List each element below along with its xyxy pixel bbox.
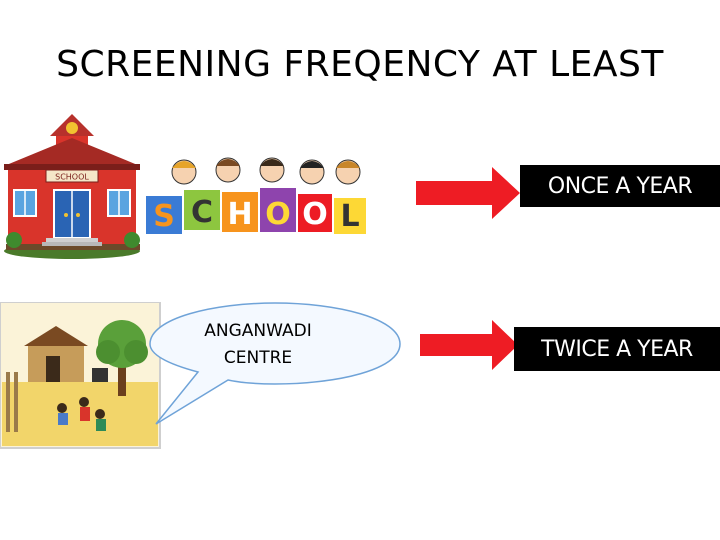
twice-a-year-text: TWICE A YEAR: [541, 336, 693, 362]
once-a-year-label: ONCE A YEAR: [520, 165, 720, 207]
block-letter: O: [302, 197, 328, 232]
school-building-illustration: SCHOOL: [4, 114, 140, 259]
slide-title: SCREENING FREQENCY AT LEAST: [56, 44, 664, 85]
once-a-year-text: ONCE A YEAR: [547, 173, 693, 199]
speech-bubble: [149, 302, 401, 425]
callout-line-1: ANGANWADI: [204, 321, 312, 341]
twice-a-year-label: TWICE A YEAR: [514, 327, 720, 371]
bell-icon: [66, 122, 78, 134]
block-letter: L: [340, 199, 359, 234]
arrow-right-icon: [416, 167, 520, 219]
block-letter: H: [227, 197, 252, 232]
anganwadi-centre-illustration: [0, 302, 161, 449]
school-kids-letters-illustration: S C H O O L: [146, 157, 366, 234]
block-letter: O: [265, 197, 291, 232]
anganwadi-callout-text: ANGANWADI CENTRE: [188, 318, 328, 372]
block-letter: S: [153, 199, 175, 234]
arrow-right-icon: [420, 320, 518, 370]
block-letter: C: [191, 195, 213, 230]
school-sign-text: SCHOOL: [55, 173, 89, 182]
callout-line-2: CENTRE: [223, 348, 293, 368]
